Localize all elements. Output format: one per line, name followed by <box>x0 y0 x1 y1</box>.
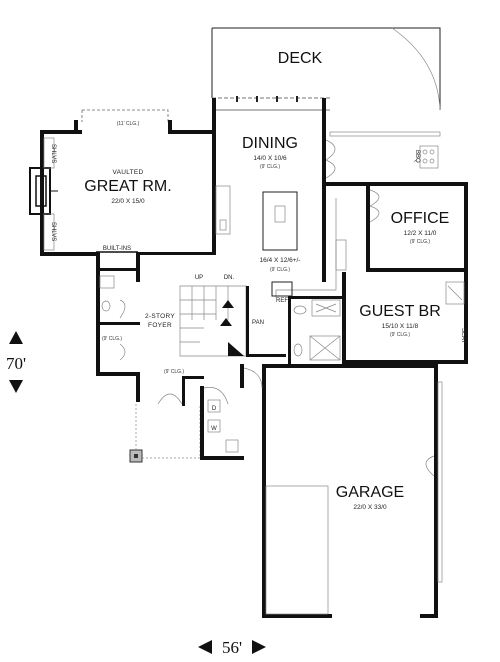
dimension-height: 70' <box>6 331 26 393</box>
arrow-left-icon <box>198 640 212 654</box>
garage-label: GARAGE <box>336 484 404 501</box>
washer-label: W <box>211 426 217 432</box>
bbq-label: BBQ <box>414 150 420 163</box>
foyer-label-line1: 2-STORY <box>145 313 175 320</box>
arrow-down-icon <box>9 380 23 393</box>
great-room: (11' CLG.) SHLVS SHLVS BUILT-INS VAULTED… <box>29 109 214 256</box>
guest-br-label: GUEST BR <box>359 303 441 320</box>
deck-label: DECK <box>278 50 323 67</box>
garage: GARAGE 22/0 X 33/0 <box>240 364 443 618</box>
shelves-label-top: SHLVS <box>50 144 56 163</box>
arrow-up-icon <box>9 331 23 344</box>
kitchen-dims: 16/4 X 12/6+/- <box>259 257 300 264</box>
overall-height: 70' <box>6 354 26 373</box>
fireplace <box>29 167 58 215</box>
built-ins-label: BUILT-INS <box>103 246 131 252</box>
office-dims: 12/2 X 11/0 <box>404 230 437 237</box>
dryer-label: D <box>212 406 217 412</box>
guest-bath <box>288 296 344 364</box>
guest-bedroom: SEAT GUEST BR 15/10 X 11/8 (9' CLG.) <box>342 272 468 364</box>
arrow-right-icon <box>252 640 266 654</box>
svg-text:(11' CLG.): (11' CLG.) <box>117 121 140 127</box>
ref-label: REF <box>276 298 288 304</box>
garage-dims: 22/0 X 33/0 <box>353 504 387 511</box>
deck-railing-posts <box>236 96 298 102</box>
kitchen-ceiling: (9' CLG.) <box>270 267 290 273</box>
overall-width: 56' <box>222 638 242 657</box>
dining-dims: 14/0 X 10/6 <box>253 155 287 162</box>
shelves-label-bottom: SHLVS <box>50 222 56 241</box>
closet-ceiling: (9' CLG.) <box>102 336 122 342</box>
refrigerator <box>271 281 293 297</box>
laundry: D W <box>200 386 244 460</box>
guest-br-dims: 15/10 X 11/8 <box>382 323 419 330</box>
office: OFFICE 12/2 X 11/0 (9' CLG.) <box>326 182 468 272</box>
pantry-label: PAN <box>252 320 264 326</box>
deck-area: DECK <box>211 27 441 111</box>
office-ceiling: (9' CLG.) <box>410 239 430 245</box>
guest-br-ceiling: (9' CLG.) <box>390 332 410 338</box>
great-room-dims: 22/0 X 15/0 <box>111 198 145 205</box>
dining-ceiling: (9' CLG.) <box>260 164 280 170</box>
dining-kitchen: BBQ REF DINING 14/0 X 10/6 (9' CLG.) 16/… <box>212 98 441 304</box>
great-room-prefix: VAULTED <box>112 169 143 176</box>
seat-label: SEAT <box>460 328 466 344</box>
entry-porch <box>129 372 204 463</box>
dining-label: DINING <box>242 135 298 152</box>
stair-down-label: DN. <box>224 275 235 281</box>
dimension-width: 56' <box>198 638 266 657</box>
great-room-label: GREAT RM. <box>84 178 171 195</box>
powder-room: (9' CLG.) (9' CLG.) <box>96 268 184 376</box>
office-label: OFFICE <box>391 210 450 227</box>
stair-up-label: UP <box>195 275 203 281</box>
foyer-label-line2: FOYER <box>148 322 172 329</box>
entry-ceiling: (9' CLG.) <box>164 369 184 375</box>
stairs-foyer: UP DN. PAN 2-STORY FOYER <box>96 252 286 372</box>
kitchen-island <box>262 191 298 251</box>
